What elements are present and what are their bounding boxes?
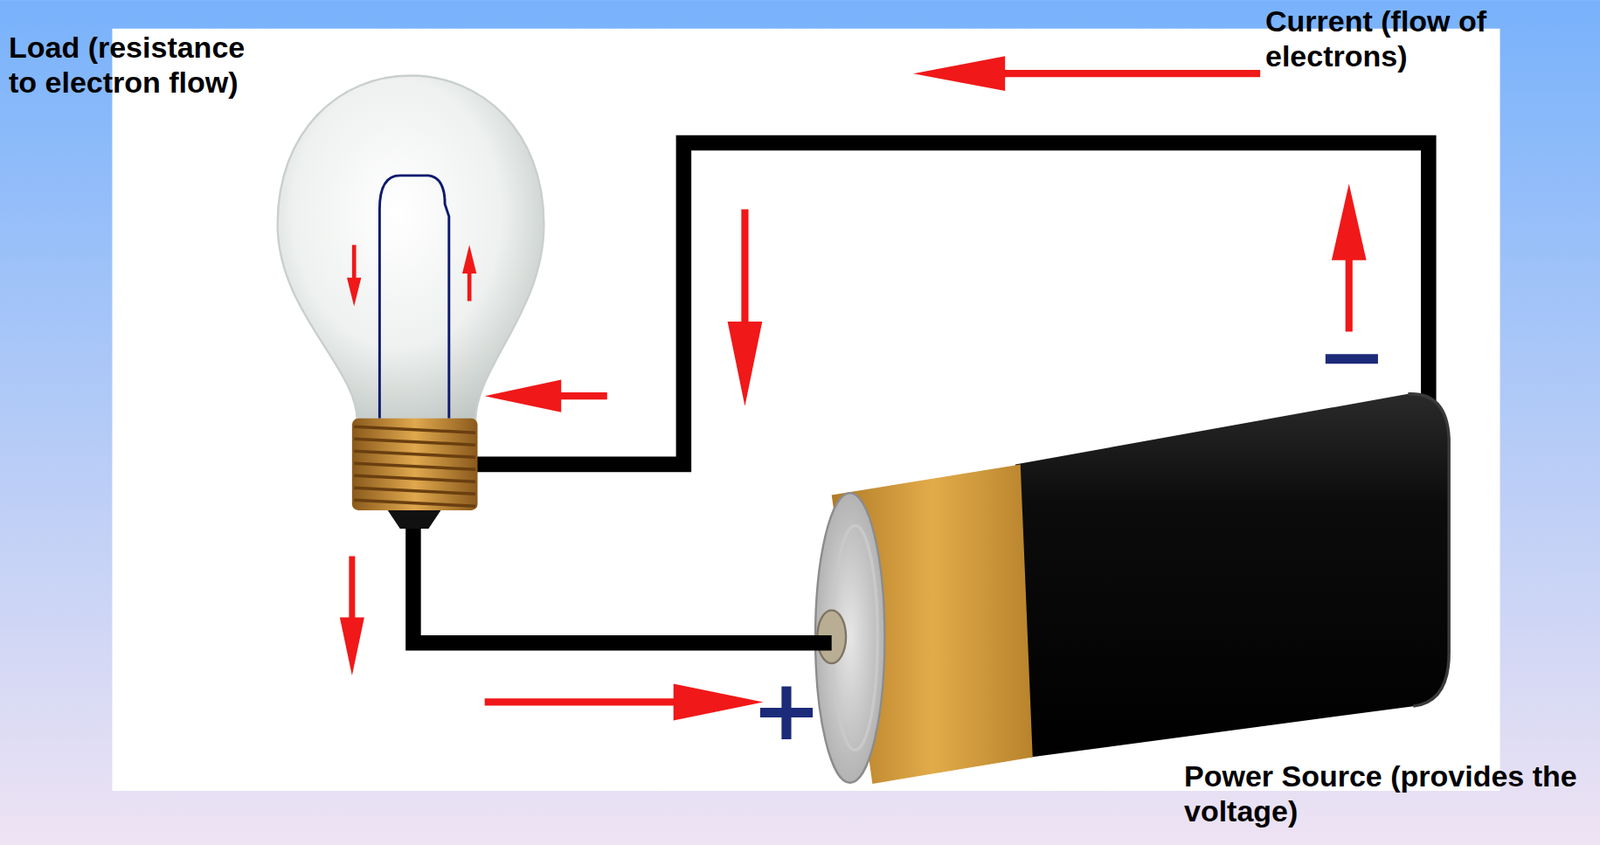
filament (379, 175, 449, 419)
light-bulb (277, 75, 545, 528)
negative-sign: − (1316, 314, 1387, 399)
wire (413, 515, 832, 644)
thread-line (353, 463, 476, 470)
battery-body (1015, 394, 1449, 758)
battery (815, 394, 1449, 784)
thread-line (353, 475, 476, 482)
bulb-base (352, 418, 478, 511)
thread-line (353, 499, 476, 506)
thread-line (353, 487, 476, 494)
arrowhead (913, 55, 1005, 91)
arrowhead (673, 683, 764, 721)
power-source-label: Power Source (provides the voltage) (1184, 758, 1588, 829)
arrowhead (1331, 183, 1367, 261)
load-label: Load (resistance to electron flow) (8, 29, 271, 100)
arrow-shaft (484, 698, 685, 706)
arrowhead (484, 379, 562, 412)
thread-line (353, 426, 476, 433)
bulb-contact (387, 510, 442, 529)
current-arrows (339, 55, 1367, 721)
arrow-shaft (352, 244, 357, 281)
arrowhead (462, 244, 477, 274)
thread-line (353, 438, 476, 445)
arrow-shaft (999, 69, 1261, 77)
arrowhead (727, 321, 763, 407)
arrowhead (339, 617, 365, 677)
white-panel (111, 28, 1500, 791)
thread-line (353, 450, 476, 458)
positive-sign: + (751, 668, 822, 753)
arrowhead (346, 277, 361, 307)
screw-threads (353, 426, 476, 506)
arrow-shaft (348, 555, 355, 623)
bulb-glass (277, 75, 545, 421)
battery-end (1407, 394, 1449, 707)
current-label: Current (flow of electrons) (1265, 3, 1591, 74)
arrow-shaft (467, 270, 472, 302)
arrow-shaft (741, 208, 749, 326)
